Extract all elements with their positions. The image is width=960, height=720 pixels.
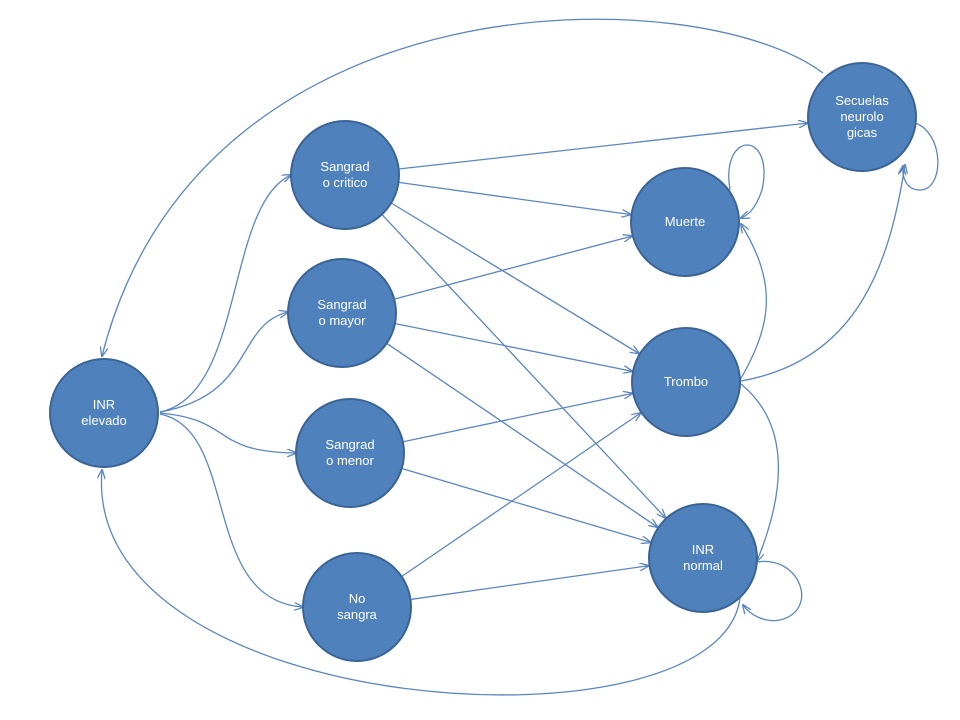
- edges-layer: [101, 18, 939, 696]
- node-label: o mayor: [319, 313, 367, 328]
- edge-inr-elevado-to-no-sangra: [159, 413, 303, 607]
- node-label: sangra: [337, 607, 378, 622]
- node-label: Trombo: [664, 374, 708, 389]
- node-label: normal: [683, 558, 723, 573]
- node-label: o menor: [326, 453, 374, 468]
- node-circle: [648, 503, 758, 613]
- node-label: elevado: [81, 413, 127, 428]
- node-label: Secuelas: [835, 93, 889, 108]
- self-loop-secuelas: [903, 121, 939, 191]
- edge-sangrado-mayor-to-muerte: [395, 236, 632, 300]
- node-circle: [807, 62, 917, 172]
- node-label: Muerte: [665, 214, 705, 229]
- node-circle: [630, 167, 740, 277]
- edge-sangrado-critico-to-muerte: [399, 181, 631, 215]
- edge-trombo-to-muerte: [739, 224, 768, 381]
- edge-inr-normal-to-inr-elevado: [101, 470, 741, 696]
- edge-trombo-to-inr-normal: [740, 383, 779, 561]
- node-circle: [287, 258, 397, 368]
- edge-inr-elevado-to-sangrado-mayor: [159, 312, 288, 413]
- node-label: gicas: [847, 125, 878, 140]
- edge-sangrado-mayor-to-trombo: [395, 323, 632, 371]
- node-circle: [631, 327, 741, 437]
- node-muerte: Muerte: [630, 167, 740, 277]
- node-label: Sangrad: [320, 159, 369, 174]
- self-loop-inr-normal: [743, 560, 803, 622]
- node-circle: [295, 398, 405, 508]
- node-label: No: [349, 591, 366, 606]
- edge-sangrado-menor-to-inr-normal: [402, 468, 651, 543]
- edge-sangrado-critico-to-secuelas: [399, 123, 808, 170]
- node-label: neurolo: [840, 109, 883, 124]
- edge-sangrado-mayor-to-inr-normal: [387, 343, 658, 527]
- node-label: Sangrad: [317, 297, 366, 312]
- edge-no-sangra-to-inr-normal: [411, 566, 649, 600]
- edge-inr-elevado-to-sangrado-menor: [159, 412, 296, 453]
- node-label: INR: [692, 542, 714, 557]
- node-label: Sangrad: [325, 437, 374, 452]
- node-circle: [49, 358, 159, 468]
- edge-trombo-to-secuelas: [740, 165, 905, 382]
- edge-no-sangra-to-trombo: [402, 413, 640, 577]
- self-loop-muerte: [728, 144, 765, 218]
- node-label: INR: [93, 397, 115, 412]
- node-circle: [302, 552, 412, 662]
- edge-sangrado-critico-to-inr-normal: [382, 214, 666, 518]
- edge-secuelas-to-inr-elevado: [102, 18, 824, 356]
- edge-sangrado-critico-to-trombo: [391, 202, 639, 354]
- node-circle: [290, 120, 400, 230]
- edge-sangrado-menor-to-trombo: [403, 393, 632, 443]
- edge-inr-elevado-to-sangrado-critico: [159, 175, 291, 413]
- node-trombo: Trombo: [631, 327, 741, 437]
- node-label: o critico: [323, 175, 368, 190]
